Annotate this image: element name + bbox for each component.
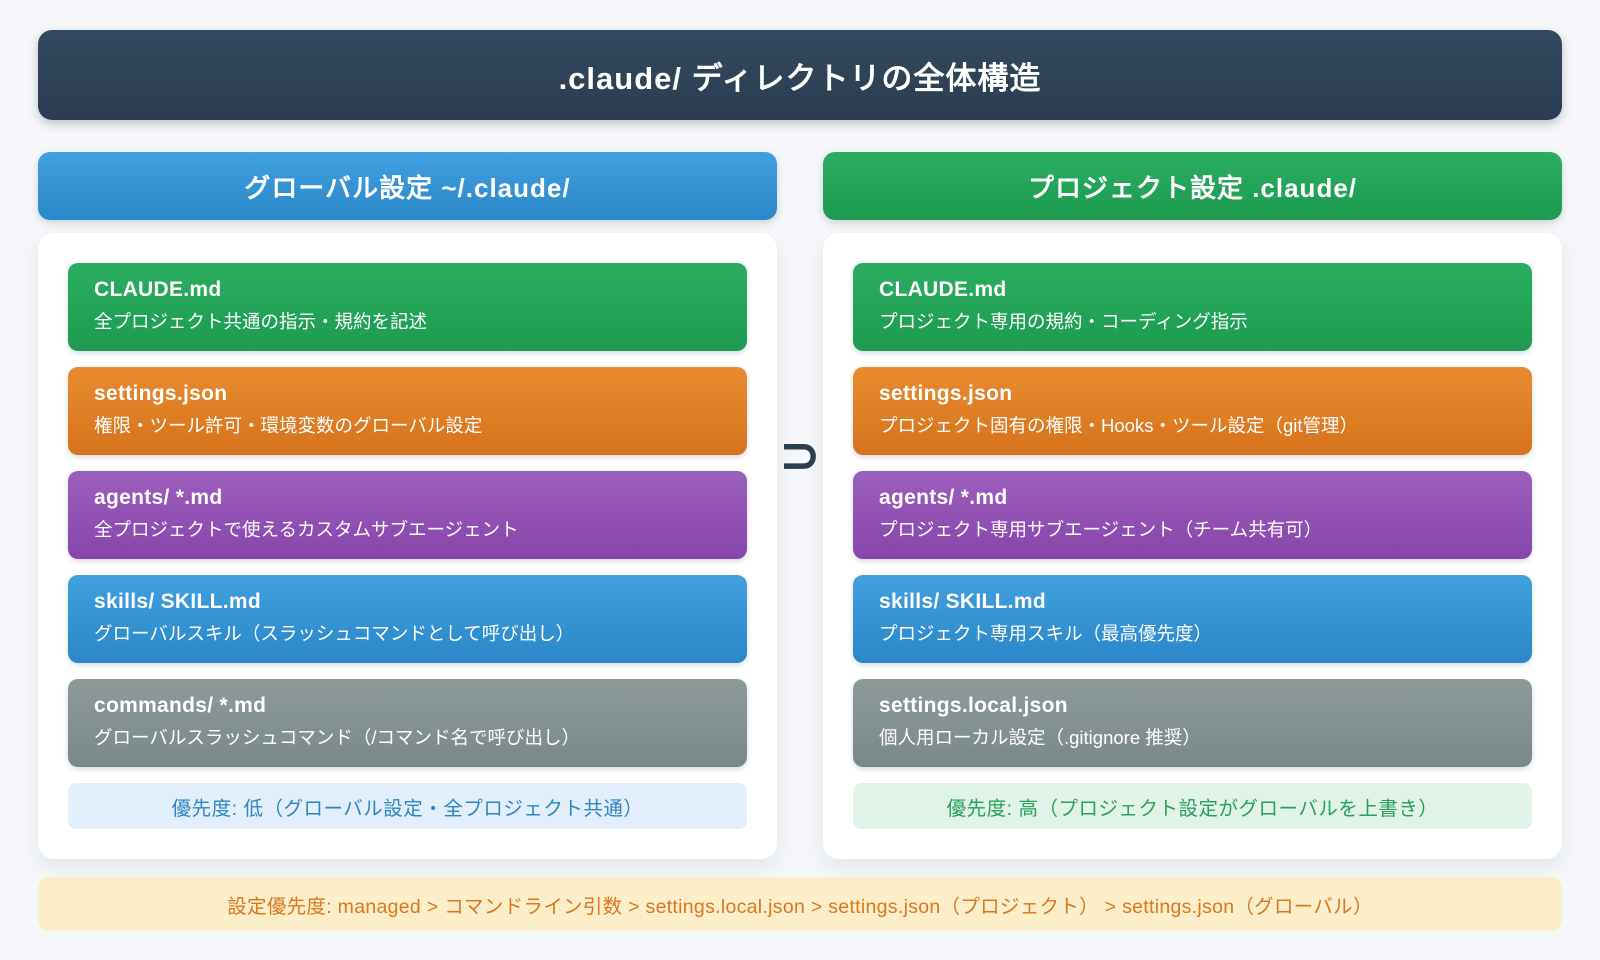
column-project: プロジェクト設定 .claude/ CLAUDE.md プロジェクト専用の規約・…	[823, 152, 1562, 859]
card-desc: プロジェクト専用スキル（最高優先度）	[879, 623, 1213, 644]
page-title: .claude/ ディレクトリの全体構造	[558, 60, 1042, 96]
card-title: settings.local.json	[879, 694, 1068, 717]
card-title: agents/ *.md	[879, 486, 1008, 509]
global-priority-note: 優先度: 低（グローバル設定・全プロジェクト共通）	[68, 783, 747, 829]
column-global: グローバル設定 ~/.claude/ CLAUDE.md 全プロジェクト共通の指…	[38, 152, 777, 859]
card-global-claude-md: CLAUDE.md 全プロジェクト共通の指示・規約を記述	[68, 263, 747, 351]
superset-icon: ⊃	[779, 426, 821, 484]
columns-container: グローバル設定 ~/.claude/ CLAUDE.md 全プロジェクト共通の指…	[38, 152, 1562, 859]
priority-order-footer: 設定優先度: managed > コマンドライン引数 > settings.lo…	[38, 877, 1562, 931]
card-global-commands: commands/ *.md グローバルスラッシュコマンド（/コマンド名で呼び出…	[68, 679, 747, 767]
project-panel: CLAUDE.md プロジェクト専用の規約・コーディング指示 settings.…	[823, 233, 1562, 859]
card-title: settings.json	[94, 382, 228, 405]
card-desc: グローバルスラッシュコマンド（/コマンド名で呼び出し）	[94, 727, 580, 748]
global-panel: CLAUDE.md 全プロジェクト共通の指示・規約を記述 settings.js…	[38, 233, 777, 859]
diagram-title-bar: .claude/ ディレクトリの全体構造	[38, 30, 1562, 120]
card-project-settings-json: settings.json プロジェクト固有の権限・Hooks・ツール設定（gi…	[853, 367, 1532, 455]
card-desc: プロジェクト固有の権限・Hooks・ツール設定（git管理）	[879, 415, 1358, 436]
card-project-claude-md: CLAUDE.md プロジェクト専用の規約・コーディング指示	[853, 263, 1532, 351]
card-desc: 権限・ツール許可・環境変数のグローバル設定	[94, 415, 483, 436]
card-desc: プロジェクト専用サブエージェント（チーム共有可）	[879, 519, 1323, 540]
project-priority-note: 優先度: 高（プロジェクト設定がグローバルを上書き）	[853, 783, 1532, 829]
card-desc: 全プロジェクトで使えるカスタムサブエージェント	[94, 519, 519, 540]
project-column-header: プロジェクト設定 .claude/	[823, 152, 1562, 220]
card-title: skills/ SKILL.md	[879, 590, 1047, 613]
card-global-settings-json: settings.json 権限・ツール許可・環境変数のグローバル設定	[68, 367, 747, 455]
card-title: skills/ SKILL.md	[94, 590, 262, 613]
card-project-agents: agents/ *.md プロジェクト専用サブエージェント（チーム共有可）	[853, 471, 1532, 559]
card-desc: 全プロジェクト共通の指示・規約を記述	[94, 311, 428, 332]
card-global-agents: agents/ *.md 全プロジェクトで使えるカスタムサブエージェント	[68, 471, 747, 559]
card-title: CLAUDE.md	[879, 278, 1007, 301]
card-title: agents/ *.md	[94, 486, 223, 509]
card-desc: 個人用ローカル設定（.gitignore 推奨）	[879, 727, 1201, 748]
card-desc: グローバルスキル（スラッシュコマンドとして呼び出し）	[94, 623, 575, 644]
card-desc: プロジェクト専用の規約・コーディング指示	[879, 311, 1248, 332]
card-title: commands/ *.md	[94, 694, 267, 717]
card-global-skills: skills/ SKILL.md グローバルスキル（スラッシュコマンドとして呼び…	[68, 575, 747, 663]
card-project-skills: skills/ SKILL.md プロジェクト専用スキル（最高優先度）	[853, 575, 1532, 663]
card-title: CLAUDE.md	[94, 278, 222, 301]
card-title: settings.json	[879, 382, 1013, 405]
card-project-settings-local-json: settings.local.json 個人用ローカル設定（.gitignore…	[853, 679, 1532, 767]
global-column-header: グローバル設定 ~/.claude/	[38, 152, 777, 220]
